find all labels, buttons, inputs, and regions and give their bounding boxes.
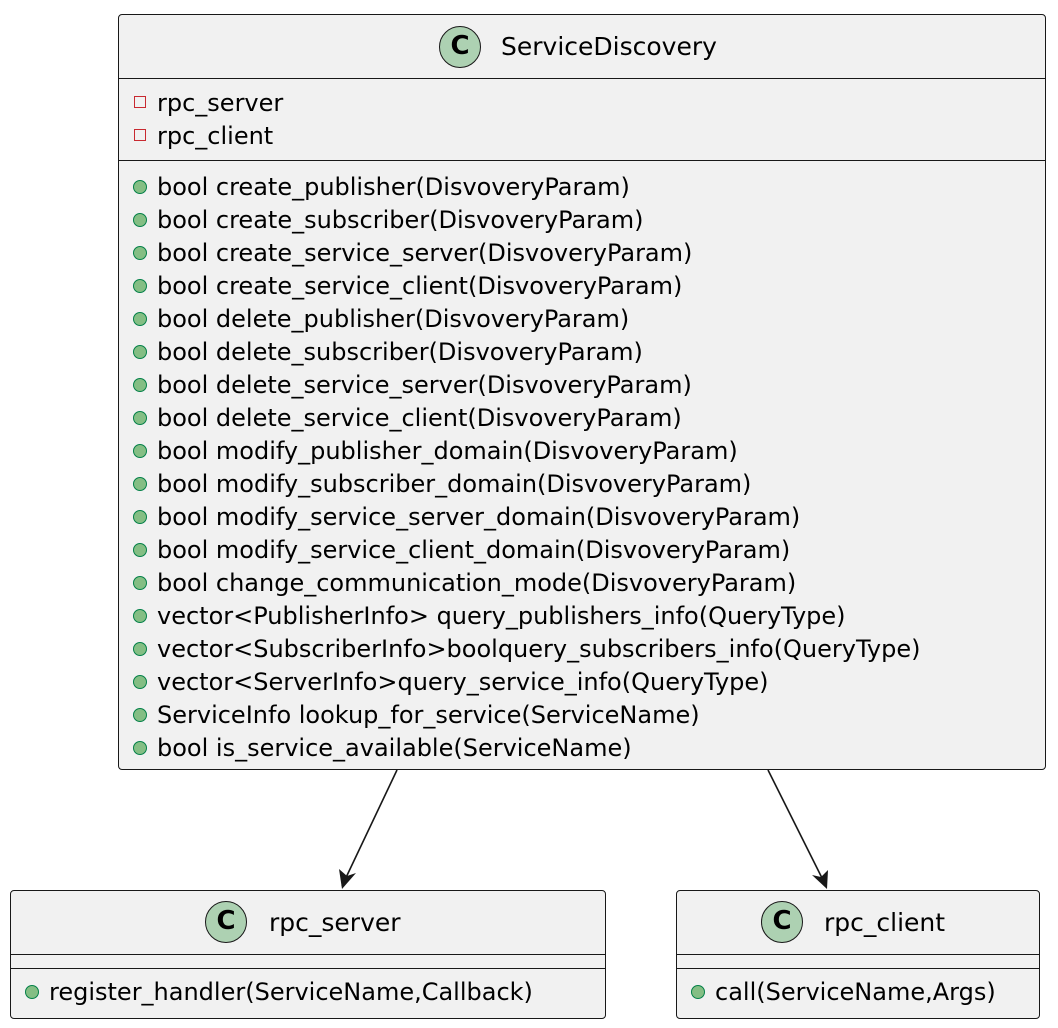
methods-section: bool create_publisher(DisvoveryParam) bo… bbox=[119, 161, 1045, 765]
attribute-row: rpc_client bbox=[119, 120, 1045, 153]
method-signature: ServiceInfo lookup_for_service(ServiceNa… bbox=[157, 701, 700, 729]
attributes-section bbox=[11, 955, 605, 969]
method-signature: vector<ServerInfo>query_service_info(Que… bbox=[157, 668, 769, 696]
method-signature: call(ServiceName,Args) bbox=[715, 978, 996, 1006]
public-visibility-icon bbox=[133, 675, 147, 689]
method-row: bool modify_publisher_domain(DisvoveryPa… bbox=[119, 435, 1045, 468]
public-visibility-icon bbox=[133, 312, 147, 326]
public-visibility-icon bbox=[133, 642, 147, 656]
method-row: bool is_service_available(ServiceName) bbox=[119, 732, 1045, 765]
public-visibility-icon bbox=[133, 708, 147, 722]
method-signature: vector<PublisherInfo> query_publishers_i… bbox=[157, 602, 846, 630]
method-row: bool modify_subscriber_domain(DisvoveryP… bbox=[119, 468, 1045, 501]
method-row: bool create_subscriber(DisvoveryParam) bbox=[119, 204, 1045, 237]
method-row: bool delete_subscriber(DisvoveryParam) bbox=[119, 336, 1045, 369]
method-row: bool delete_service_client(DisvoveryPara… bbox=[119, 402, 1045, 435]
method-signature: bool create_service_client(DisvoveryPara… bbox=[157, 272, 683, 300]
public-visibility-icon bbox=[133, 510, 147, 524]
public-visibility-icon bbox=[133, 576, 147, 590]
public-visibility-icon bbox=[133, 444, 147, 458]
class-name: ServiceDiscovery bbox=[501, 32, 717, 61]
method-row: bool create_service_client(DisvoveryPara… bbox=[119, 270, 1045, 303]
public-visibility-icon bbox=[133, 213, 147, 227]
method-row: bool modify_service_server_domain(Disvov… bbox=[119, 501, 1045, 534]
method-row: bool delete_service_server(DisvoveryPara… bbox=[119, 369, 1045, 402]
class-header: C ServiceDiscovery bbox=[119, 15, 1045, 79]
method-signature: bool modify_service_client_domain(Disvov… bbox=[157, 536, 791, 564]
attribute-name: rpc_client bbox=[157, 122, 274, 150]
method-signature: register_handler(ServiceName,Callback) bbox=[49, 978, 533, 1006]
method-row: ServiceInfo lookup_for_service(ServiceNa… bbox=[119, 699, 1045, 732]
method-signature: bool delete_publisher(DisvoveryParam) bbox=[157, 305, 630, 333]
method-signature: bool delete_service_client(DisvoveryPara… bbox=[157, 404, 682, 432]
class-stereotype-icon: C bbox=[439, 26, 481, 68]
method-signature: bool delete_service_server(DisvoveryPara… bbox=[157, 371, 692, 399]
method-signature: bool modify_service_server_domain(Disvov… bbox=[157, 503, 801, 531]
attributes-section: rpc_server rpc_client bbox=[119, 79, 1045, 161]
method-row: register_handler(ServiceName,Callback) bbox=[11, 976, 605, 1009]
class-stereotype-icon: C bbox=[205, 901, 247, 943]
method-row: bool change_communication_mode(Disvovery… bbox=[119, 567, 1045, 600]
public-visibility-icon bbox=[133, 543, 147, 557]
public-visibility-icon bbox=[133, 378, 147, 392]
public-visibility-icon bbox=[133, 411, 147, 425]
method-row: bool create_publisher(DisvoveryParam) bbox=[119, 171, 1045, 204]
public-visibility-icon bbox=[25, 985, 39, 999]
public-visibility-icon bbox=[133, 477, 147, 491]
public-visibility-icon bbox=[133, 279, 147, 293]
method-signature: bool is_service_available(ServiceName) bbox=[157, 734, 632, 762]
method-row: bool delete_publisher(DisvoveryParam) bbox=[119, 303, 1045, 336]
class-rpc-client: C rpc_client call(ServiceName,Args) bbox=[676, 890, 1040, 1019]
method-signature: bool delete_subscriber(DisvoveryParam) bbox=[157, 338, 643, 366]
method-row: vector<PublisherInfo> query_publishers_i… bbox=[119, 600, 1045, 633]
method-signature: bool modify_subscriber_domain(DisvoveryP… bbox=[157, 470, 752, 498]
public-visibility-icon bbox=[691, 985, 705, 999]
private-visibility-icon bbox=[134, 96, 146, 108]
method-row: call(ServiceName,Args) bbox=[677, 976, 1039, 1009]
edge-servicediscovery-to-rpc-client bbox=[767, 769, 828, 889]
method-row: bool create_service_server(DisvoveryPara… bbox=[119, 237, 1045, 270]
attribute-row: rpc_server bbox=[119, 87, 1045, 120]
class-rpc-server: C rpc_server register_handler(ServiceNam… bbox=[10, 890, 606, 1019]
arrowhead-rpc-server bbox=[339, 869, 356, 889]
attributes-section bbox=[677, 955, 1039, 969]
public-visibility-icon bbox=[133, 741, 147, 755]
class-stereotype-icon: C bbox=[761, 901, 803, 943]
method-row: vector<SubscriberInfo>boolquery_subscrib… bbox=[119, 633, 1045, 666]
methods-section: call(ServiceName,Args) bbox=[677, 969, 1039, 1009]
public-visibility-icon bbox=[133, 345, 147, 359]
class-name: rpc_server bbox=[269, 908, 401, 937]
method-signature: bool modify_publisher_domain(DisvoveryPa… bbox=[157, 437, 738, 465]
method-signature: bool create_service_server(DisvoveryPara… bbox=[157, 239, 693, 267]
arrowhead-rpc-client bbox=[812, 870, 828, 889]
public-visibility-icon bbox=[133, 609, 147, 623]
class-header: C rpc_server bbox=[11, 891, 605, 955]
method-row: bool modify_service_client_domain(Disvov… bbox=[119, 534, 1045, 567]
public-visibility-icon bbox=[133, 246, 147, 260]
method-signature: bool create_publisher(DisvoveryParam) bbox=[157, 173, 630, 201]
method-row: vector<ServerInfo>query_service_info(Que… bbox=[119, 666, 1045, 699]
method-signature: bool create_subscriber(DisvoveryParam) bbox=[157, 206, 644, 234]
private-visibility-icon bbox=[134, 129, 146, 141]
public-visibility-icon bbox=[133, 180, 147, 194]
method-signature: vector<SubscriberInfo>boolquery_subscrib… bbox=[157, 635, 921, 663]
method-signature: bool change_communication_mode(Disvovery… bbox=[157, 569, 797, 597]
edge-servicediscovery-to-rpc-server bbox=[339, 769, 398, 889]
class-name: rpc_client bbox=[824, 908, 946, 937]
class-servicediscovery: C ServiceDiscovery rpc_server rpc_client… bbox=[118, 14, 1046, 770]
methods-section: register_handler(ServiceName,Callback) bbox=[11, 969, 605, 1009]
attribute-name: rpc_server bbox=[157, 89, 284, 117]
class-header: C rpc_client bbox=[677, 891, 1039, 955]
